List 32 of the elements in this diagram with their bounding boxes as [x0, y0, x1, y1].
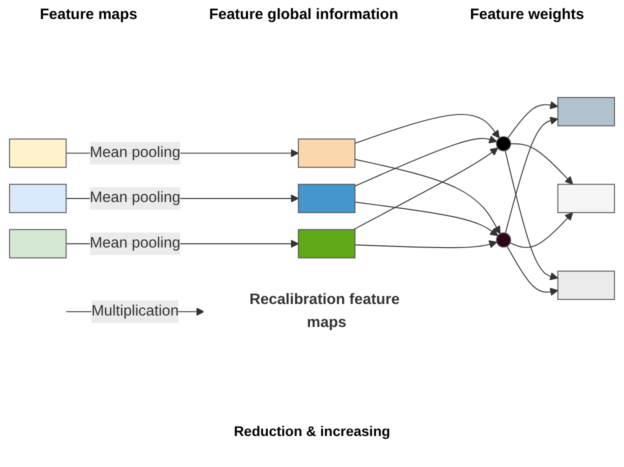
- arrow: [354, 158, 500, 234]
- brace-label: Reduction & increasing: [234, 423, 390, 439]
- arrow: [354, 135, 498, 187]
- column-heading: Feature global information: [209, 6, 398, 23]
- arrow: [352, 148, 498, 230]
- node-circle: [496, 136, 512, 152]
- arrow: [506, 246, 558, 296]
- node-box: [557, 97, 615, 126]
- arrow: [504, 150, 558, 280]
- arrow: [507, 101, 558, 139]
- column-heading: Feature maps: [40, 6, 138, 23]
- column-heading: Feature weights: [470, 6, 584, 23]
- edge-label: Multiplication: [91, 303, 179, 320]
- node-box: [557, 270, 615, 300]
- arrow: [510, 143, 574, 185]
- arrow: [354, 240, 498, 248]
- node-box: [557, 184, 615, 214]
- edge-label: Mean pooling: [90, 235, 180, 252]
- node-box: [298, 184, 356, 214]
- node-circle: [496, 232, 512, 248]
- edge-label: Mean pooling: [90, 144, 180, 161]
- edge-label: Mean pooling: [90, 190, 180, 206]
- arrow: [504, 116, 558, 234]
- node-box: [298, 138, 356, 168]
- arrow: [354, 202, 498, 236]
- arrow: [510, 212, 574, 248]
- node-text: Recalibration feature maps: [249, 292, 400, 331]
- node-box: [9, 138, 67, 168]
- node-box: [9, 184, 67, 214]
- node-box: [9, 229, 67, 258]
- arrow: [354, 114, 500, 144]
- node-box: [298, 229, 356, 258]
